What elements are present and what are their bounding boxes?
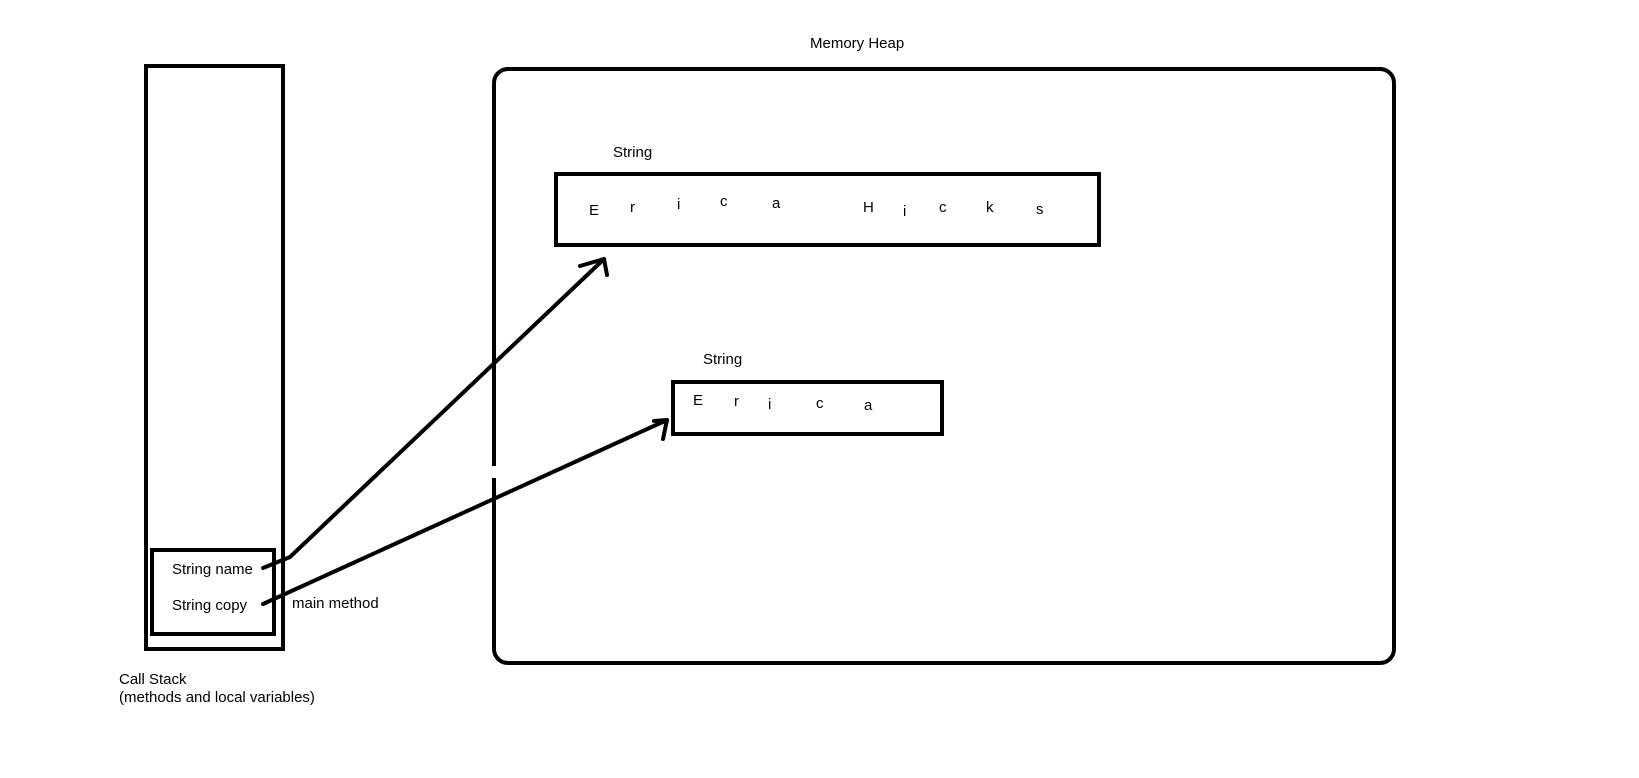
heap-object-type-label: String <box>703 351 743 368</box>
char-cell: H <box>863 199 874 216</box>
char-cell: E <box>589 202 600 219</box>
char-cell: c <box>720 193 728 210</box>
char-cell: r <box>630 199 635 216</box>
stack-variable-label: String copy <box>172 597 248 614</box>
arrow-head <box>578 257 609 277</box>
heap-string-object-erica-hicks: E r i c a H i c k s <box>554 172 1101 247</box>
main-method-frame <box>150 548 276 636</box>
memory-heap-title: Memory Heap <box>810 35 905 52</box>
char-cell: E <box>693 392 704 409</box>
heap-object-type-label: String <box>613 144 653 161</box>
reference-arrow-name <box>261 257 606 570</box>
heap-string-object-erica: E r i c a <box>671 380 944 436</box>
char-cell: r <box>734 393 739 410</box>
char-cell: a <box>772 195 781 212</box>
char-cell: s <box>1036 201 1044 218</box>
arrow-head <box>652 418 669 441</box>
frame-label: main method <box>292 595 379 612</box>
call-stack-title: Call Stack <box>119 671 187 688</box>
char-cell: a <box>864 397 873 414</box>
char-cell: i <box>903 203 907 220</box>
reference-arrow-copy <box>261 418 669 606</box>
char-cell: c <box>939 199 947 216</box>
char-cell: i <box>677 196 681 213</box>
char-cell: i <box>768 396 772 413</box>
char-cell: k <box>986 199 994 216</box>
stack-variable-label: String name <box>172 561 253 578</box>
char-cell: c <box>816 395 824 412</box>
call-stack-subtitle: (methods and local variables) <box>119 689 315 706</box>
call-stack-region <box>144 64 285 651</box>
